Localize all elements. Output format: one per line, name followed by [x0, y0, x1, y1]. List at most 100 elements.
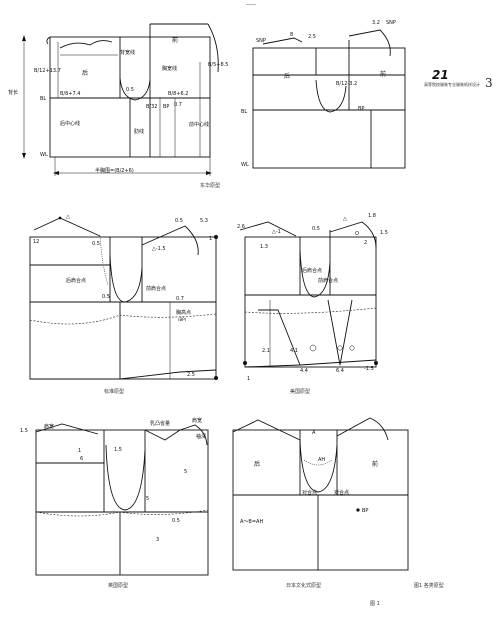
label-tri: △ — [343, 216, 347, 222]
caption-american: 美国原型 — [290, 389, 311, 395]
japanese-bunka-prototype-diagram: 后 A AH 前 对合点 对合点 BP A～B=AH — [232, 417, 409, 571]
label-back-width: 背宽线 — [120, 49, 135, 56]
label-05: 0.5 — [172, 518, 180, 524]
dashed-line — [244, 307, 377, 314]
back-shoulder — [239, 221, 297, 237]
back-dart — [258, 309, 301, 366]
back-neck-curve — [46, 36, 51, 45]
series-logo: 21 — [432, 68, 449, 82]
label-a: A — [312, 430, 316, 436]
label-back-length: 背长 — [8, 89, 18, 96]
footer-figure-number: 图 1 — [370, 601, 380, 607]
label-64: 6.4 — [336, 368, 344, 374]
label-1: 1 — [247, 376, 250, 382]
circle-mark — [355, 231, 359, 235]
label-tri15: △-1.5 — [152, 246, 166, 252]
label-05a: 0.5 — [92, 241, 100, 247]
label-bust-point: 胸高点 — [176, 309, 191, 316]
label-13: 1.3 — [260, 244, 268, 250]
label-bust-line: 胸宽线 — [162, 65, 177, 72]
standard-prototype-diagram: △ 12 0.5 0.5 5.3 △-1.5 1 后肩合点 前肩合点 0.5 胸… — [29, 214, 218, 380]
frame — [35, 429, 209, 576]
frame — [232, 429, 409, 571]
armhole-curve — [299, 439, 338, 493]
front-neck-curve — [207, 23, 219, 73]
series-subtitle: 高等院校服装专业服装纸样设计 — [424, 82, 480, 87]
armhole-curve — [109, 254, 143, 303]
corner-dot — [214, 235, 218, 239]
front-shoulder — [329, 221, 377, 249]
armhole-curve — [105, 444, 146, 511]
back-dart — [99, 235, 109, 286]
label-b8-62: B/8+6.2 — [168, 91, 188, 97]
label-front-armhole: 前肩合点 — [146, 285, 166, 292]
label-shoulder-w: 肩宽 — [44, 423, 54, 430]
label-back: 后 — [82, 69, 88, 77]
label-07: 0.7 — [176, 296, 184, 302]
label-15: 1.5 — [380, 230, 388, 236]
label-shoulder-w2: 肩宽 — [192, 417, 202, 424]
label-15b: 1.5 — [114, 447, 122, 453]
dashed-line — [35, 509, 209, 517]
british-prototype-diagram: 1.5 肩宽 1.5 1 6 5 乳凸省量 肩宽 袖深 5 0.5 3 — [20, 417, 209, 576]
label-26: 2.6 — [237, 224, 245, 230]
corner-dot — [214, 376, 218, 380]
front-neck — [348, 29, 391, 57]
label-tri-top: △ — [66, 214, 70, 220]
back-shoulder — [33, 217, 101, 237]
label-05: 0.5 — [126, 87, 134, 93]
label-b5-85: B/5+8.5 — [208, 62, 228, 68]
label-front-fit: 前肩合点 — [318, 277, 338, 284]
label-32: 3.2 — [372, 20, 380, 26]
american-prototype-diagram: 2.6 △-1 0.5 △ 1.8 1.5 2 1.3 后肩合点 前肩合点 4.… — [237, 213, 388, 382]
point-dot — [58, 216, 62, 220]
frame — [252, 47, 406, 169]
label-bp: BP — [358, 106, 364, 112]
label-05: 0.5 — [312, 226, 320, 232]
label-53: 5.3 — [200, 218, 208, 224]
label-12: 12 — [33, 239, 39, 245]
circle-mark — [349, 345, 355, 351]
dotted-curve — [303, 459, 333, 466]
label-front-center: 前中心线 — [189, 121, 209, 128]
label-back-match: 对合点 — [302, 489, 317, 496]
arrow-up — [22, 35, 26, 41]
front-shoulder — [336, 417, 389, 441]
caption-british: 英国原型 — [108, 583, 129, 589]
label-05b: 0.5 — [175, 218, 183, 224]
circle-mark — [309, 344, 317, 352]
prototype-2-diagram: SNP 8 2.5 3.2 SNP 后 前 B/12-3.2 BP BL WL — [241, 20, 406, 169]
label-6: 6 — [80, 456, 83, 462]
label-07: 0.7 — [174, 102, 182, 108]
label-41: 4.1 — [290, 348, 298, 354]
page-top-mark — [246, 4, 256, 5]
label-ah: AH — [318, 457, 325, 463]
label-bl: BL — [241, 109, 247, 115]
dashed-line — [29, 313, 217, 325]
label-wl: WL — [241, 162, 249, 168]
label-25: 2.5 — [308, 34, 316, 40]
label-back-armhole: 后肩合点 — [66, 277, 86, 284]
label-21: 2.1 — [262, 348, 270, 354]
corner-dot — [243, 361, 247, 365]
label-back-center: 后中心线 — [60, 120, 80, 127]
label-bp: BP — [362, 508, 368, 514]
label-bp: (BP) — [178, 317, 187, 322]
label-2: 2 — [364, 240, 367, 246]
label-front: 前 — [372, 460, 378, 468]
label-tri1: △-1 — [272, 229, 281, 235]
arrow-left — [53, 171, 59, 175]
label-05c: 0.5 — [102, 294, 110, 300]
circle-mark — [337, 345, 343, 351]
armhole-curve — [315, 79, 347, 113]
label-dart-amount: 乳凸省量 — [150, 420, 170, 427]
label-front-match: 对合点 — [334, 489, 349, 496]
label-snp-left: SNP — [256, 38, 266, 44]
back-shoulder — [35, 423, 99, 435]
front-neck — [179, 424, 208, 446]
caption-donghua: 东华原型 — [200, 183, 221, 189]
label-1: 1 — [78, 448, 81, 454]
label-44: 4.4 — [300, 368, 308, 374]
